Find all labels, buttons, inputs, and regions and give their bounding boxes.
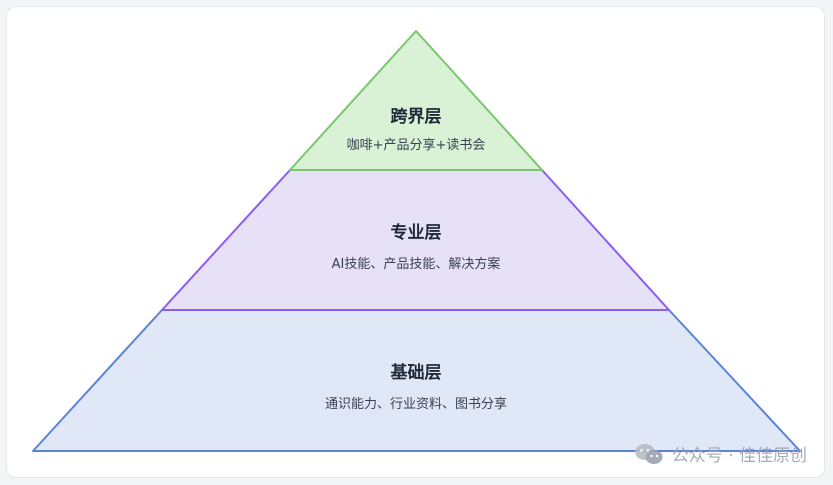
bottom-layer-title: 基础层 [390,362,442,383]
wechat-icon [634,443,663,464]
middle-layer-subtitle: AI技能、产品技能、解决方案 [332,256,501,272]
watermark: 公众号 · 佳佳原创 [634,441,807,466]
bottom-layer-subtitle: 通识能力、行业资料、图书分享 [325,396,507,412]
middle-layer-title: 专业层 [391,222,442,243]
pyramid-layer-top [289,30,543,171]
top-layer-subtitle: 咖啡+产品分享+读书会 [347,137,486,153]
top-layer-title: 跨界层 [391,107,442,127]
watermark-text: 公众号 · 佳佳原创 [671,446,807,466]
